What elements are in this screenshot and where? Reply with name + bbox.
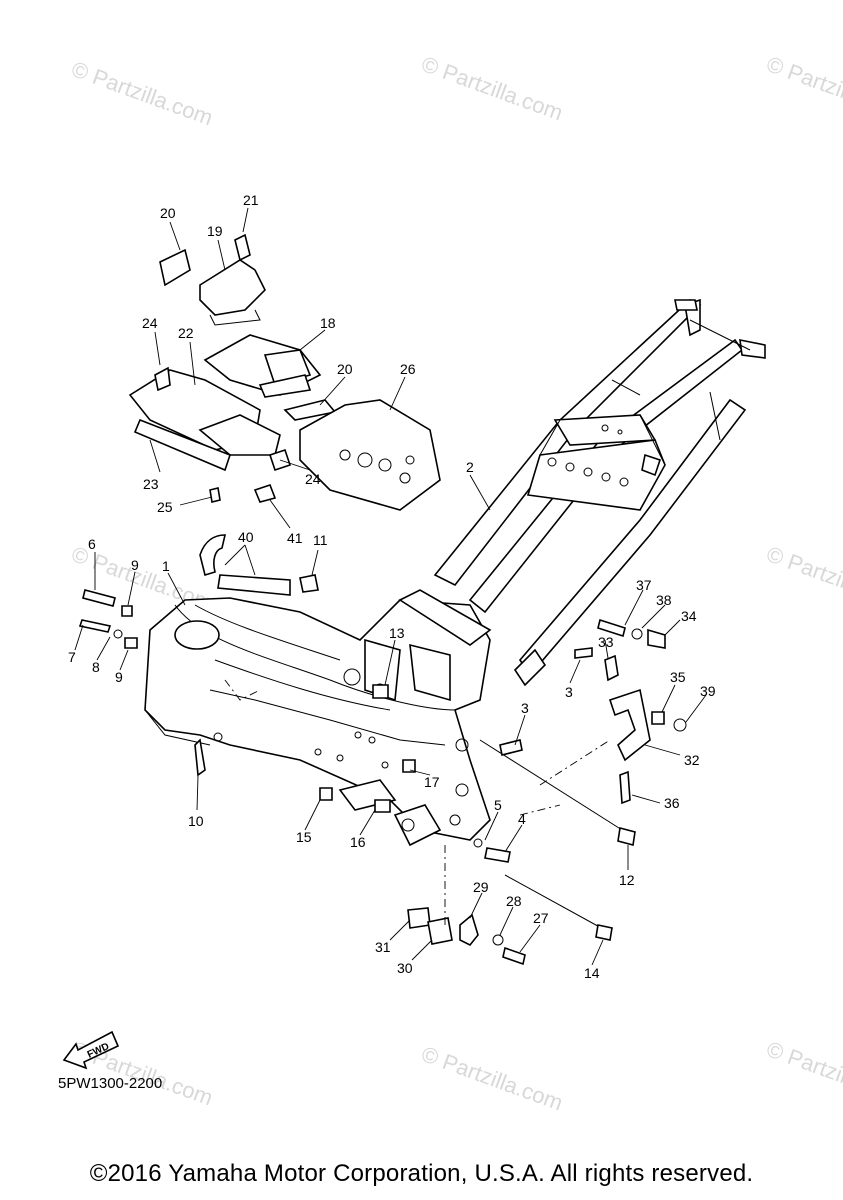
callout-32: 32 xyxy=(684,752,700,768)
fwd-arrow-icon: FWD xyxy=(62,1030,120,1070)
callout-15: 15 xyxy=(296,829,312,845)
callout-24: 24 xyxy=(305,471,321,487)
leader-lines xyxy=(74,207,707,966)
callout-20: 20 xyxy=(337,361,353,377)
callout-41: 41 xyxy=(287,530,303,546)
callout-8: 8 xyxy=(92,659,100,675)
callout-9: 9 xyxy=(115,669,123,685)
callout-26: 26 xyxy=(400,361,416,377)
callout-35: 35 xyxy=(670,669,686,685)
callout-40: 40 xyxy=(238,529,254,545)
callout-16: 16 xyxy=(350,834,366,850)
callout-10: 10 xyxy=(188,813,204,829)
callout-36: 36 xyxy=(664,795,680,811)
callout-19: 19 xyxy=(207,223,223,239)
callout-22: 22 xyxy=(178,325,194,341)
callout-31: 31 xyxy=(375,939,391,955)
fasteners xyxy=(78,589,687,966)
callout-30: 30 xyxy=(397,960,413,976)
callout-9: 9 xyxy=(131,557,139,573)
callout-13: 13 xyxy=(389,625,405,641)
callout-1: 1 xyxy=(162,558,170,574)
callout-4: 4 xyxy=(518,811,526,827)
watermark: © Partzilla.com xyxy=(763,1036,843,1110)
main-frame xyxy=(144,589,492,847)
watermark: © Partzilla.com xyxy=(763,51,843,125)
watermark: © Partzilla.com xyxy=(763,541,843,615)
callout-14: 14 xyxy=(584,965,600,981)
callout-3: 3 xyxy=(521,700,529,716)
callout-21: 21 xyxy=(243,192,259,208)
callout-3: 3 xyxy=(565,684,573,700)
callouts: 1 2 3 3 3 4 5 6 7 8 9 9 10 11 12 13 14 1… xyxy=(68,192,716,981)
callout-18: 18 xyxy=(320,315,336,331)
watermark: © Partzilla.com xyxy=(68,56,216,130)
watermark: © Partzilla.com xyxy=(418,51,566,125)
callout-20: 20 xyxy=(160,205,176,221)
callout-5: 5 xyxy=(494,797,502,813)
copyright-notice: ©2016 Yamaha Motor Corporation, U.S.A. A… xyxy=(89,1160,754,1187)
diagram-code: 5PW1300-2200 xyxy=(58,1075,163,1092)
callout-25: 25 xyxy=(157,499,173,515)
callout-38: 38 xyxy=(656,592,672,608)
callout-28: 28 xyxy=(506,893,522,909)
watermark: © Partzilla.com xyxy=(418,1041,566,1115)
rear-subframe xyxy=(433,298,766,687)
callout-37: 37 xyxy=(636,577,652,593)
callout-2: 2 xyxy=(466,459,474,475)
callout-24: 24 xyxy=(142,315,158,331)
callout-33: 33 xyxy=(598,634,614,650)
callout-39: 39 xyxy=(700,683,716,699)
callout-34: 34 xyxy=(681,608,697,624)
callout-11: 11 xyxy=(313,532,328,548)
covers-group xyxy=(128,233,441,596)
callout-29: 29 xyxy=(473,879,489,895)
callout-27: 27 xyxy=(533,910,549,926)
callout-6: 6 xyxy=(88,536,96,552)
callout-23: 23 xyxy=(143,476,159,492)
callout-7: 7 xyxy=(68,649,76,665)
callout-17: 17 xyxy=(424,774,440,790)
callout-12: 12 xyxy=(619,872,635,888)
